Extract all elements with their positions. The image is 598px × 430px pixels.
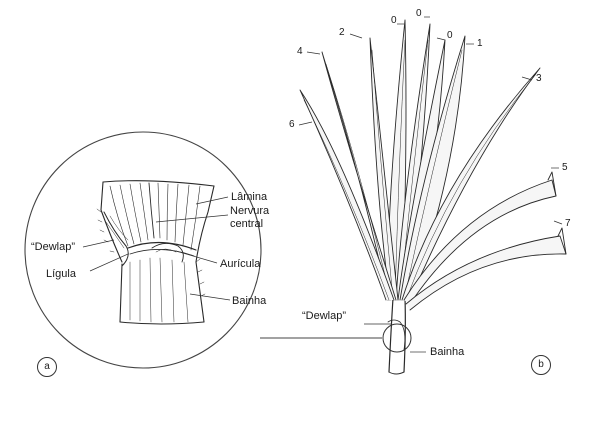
leaf-number-0b: 0 — [416, 8, 422, 20]
leaf-number-4: 4 — [297, 46, 303, 58]
leaf-number-6: 6 — [289, 119, 295, 131]
label-dewlap-b: “Dewlap” — [302, 310, 346, 322]
leaf-number-1: 1 — [477, 38, 483, 50]
leaf-number-5: 5 — [562, 162, 568, 174]
label-lamina: Lâmina — [231, 191, 267, 203]
collar-detail-drawing — [97, 181, 214, 324]
leaf-number-0a: 0 — [391, 15, 397, 27]
panel-b-marker: b — [531, 355, 551, 375]
leaf-number-3: 3 — [536, 73, 542, 85]
label-bainha-b: Bainha — [430, 346, 464, 358]
leaf-number-2: 2 — [339, 27, 345, 39]
leaf-number-0c: 0 — [447, 30, 453, 42]
label-ligula: Lígula — [46, 268, 76, 280]
leaf-number-7: 7 — [565, 218, 571, 230]
panel-a-marker: a — [37, 357, 57, 377]
label-central: central — [230, 218, 263, 230]
label-dewlap-a: “Dewlap” — [31, 241, 75, 253]
label-bainha-a: Bainha — [232, 295, 266, 307]
label-auricula: Aurícula — [220, 258, 260, 270]
label-nervura: Nervura — [230, 205, 269, 217]
